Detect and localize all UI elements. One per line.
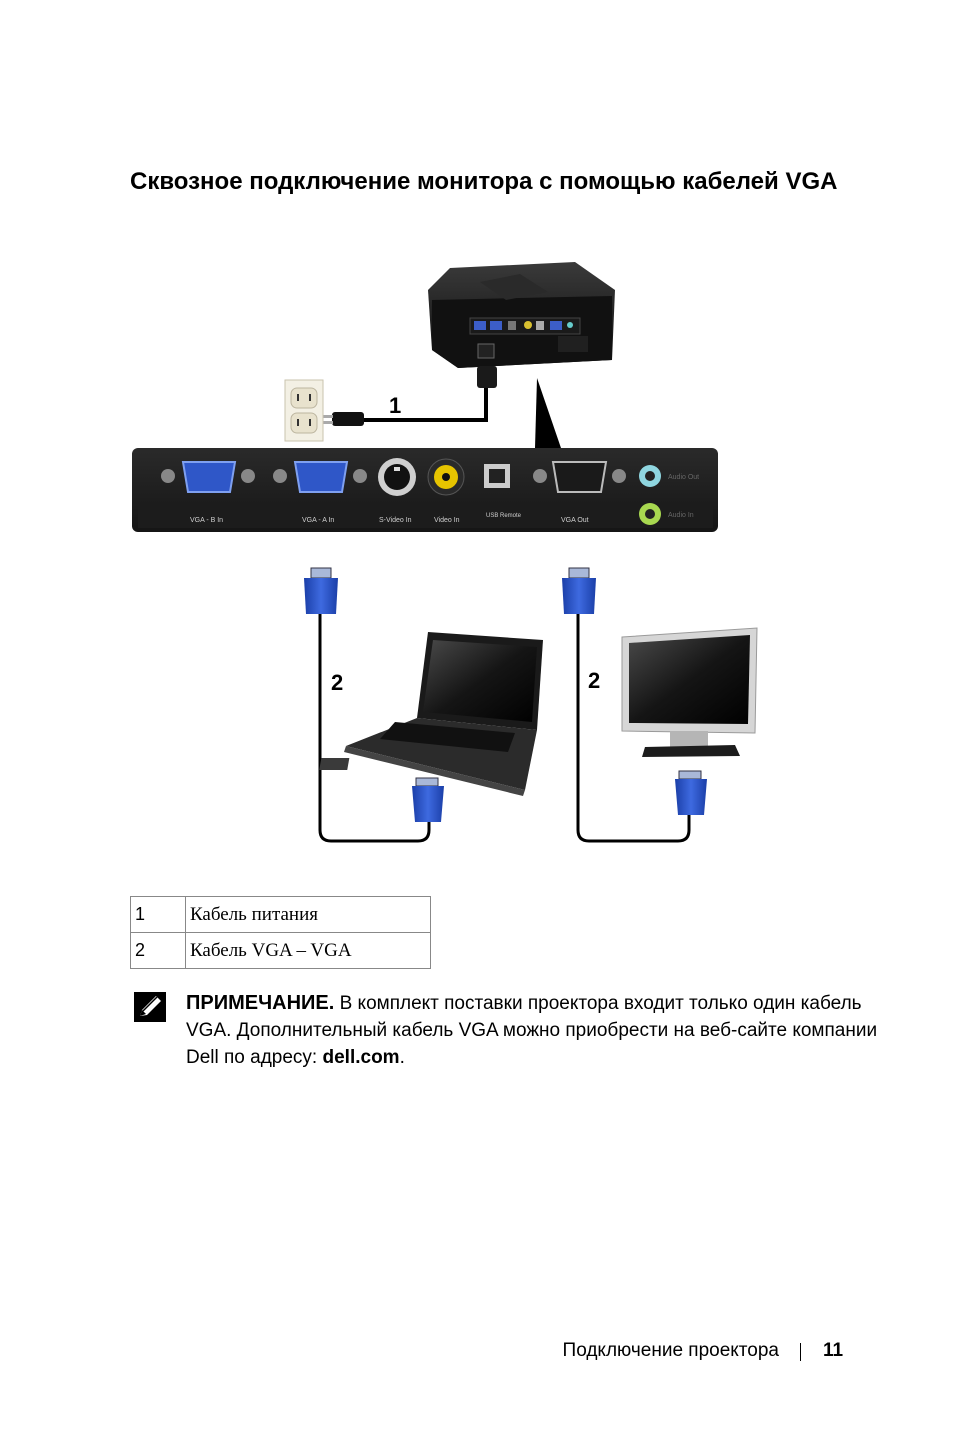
dell-link[interactable]: dell.com <box>322 1047 400 1068</box>
vga-cable-laptop <box>304 567 444 843</box>
legend-table: 1 Кабель питания 2 Кабель VGA – VGA <box>130 896 431 969</box>
connector-panel: VGA - B In VGA - A In S-Video In Video I… <box>132 448 718 532</box>
port-label: S-Video In <box>379 517 412 524</box>
laptop <box>319 632 543 796</box>
footer-separator <box>800 1343 801 1361</box>
callout-2-monitor: 2 <box>588 668 600 693</box>
page-title: Сквозное подключение монитора с помощью … <box>130 168 838 195</box>
callout-2-laptop: 2 <box>331 670 343 695</box>
callout-1: 1 <box>389 393 401 418</box>
legend-number: 2 <box>130 932 186 969</box>
note-label: ПРИМЕЧАНИЕ. <box>186 992 335 1014</box>
port-label: VGA - B In <box>190 517 223 524</box>
connection-diagram: 1 VGA - B In VGA - A In S-Video In Video… <box>132 262 758 843</box>
legend-description: Кабель VGA – VGA <box>185 932 431 969</box>
power-cable <box>323 366 497 426</box>
note-body: В комплект поставки проектора входит тол… <box>186 993 878 1068</box>
pencil-note-icon <box>134 992 166 1022</box>
page-number: 11 <box>823 1340 844 1361</box>
port-label: VGA Out <box>561 517 589 524</box>
projector <box>428 262 615 368</box>
legend-number: 1 <box>130 896 186 933</box>
footer-section-title: Подключение проектора <box>562 1340 779 1361</box>
table-row: 1 Кабель питания <box>130 896 431 933</box>
port-label: Video In <box>434 517 460 524</box>
port-label: VGA - A In <box>302 517 334 524</box>
note-end: . <box>399 1047 405 1068</box>
zoom-pointer <box>535 378 561 448</box>
port-label: Audio Out <box>668 474 699 481</box>
vga-cable-monitor <box>562 567 707 843</box>
legend-description: Кабель питания <box>185 896 431 933</box>
note-text: ПРИМЕЧАНИЕ. В комплект поставки проектор… <box>186 990 886 1071</box>
wall-outlet <box>284 379 324 442</box>
port-label: Audio In <box>668 512 694 519</box>
monitor <box>621 627 758 757</box>
port-label: USB Remote <box>486 513 522 519</box>
page-footer: Подключение проектора 11 <box>0 1340 954 1366</box>
table-row: 2 Кабель VGA – VGA <box>130 932 431 969</box>
